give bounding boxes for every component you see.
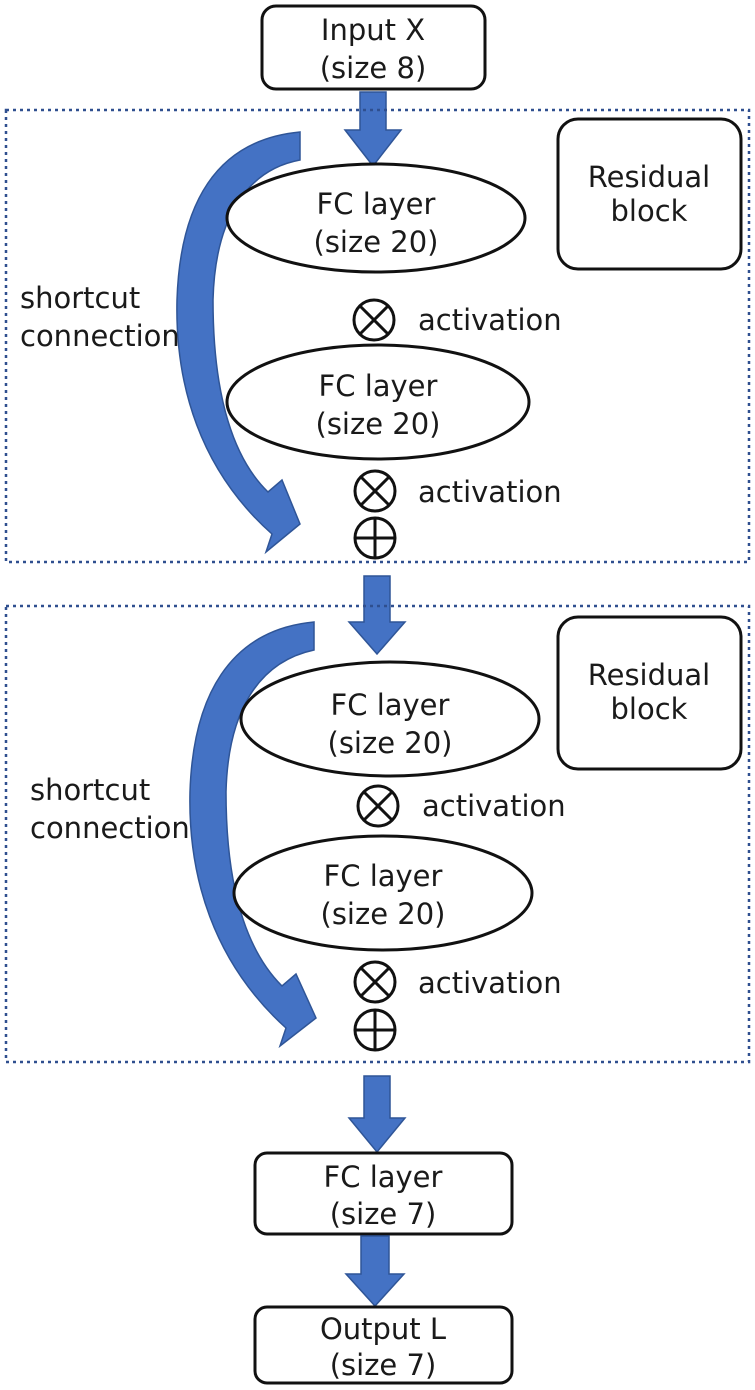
residual-block-label-box: [556, 117, 743, 271]
fc-layer-size: (size 20): [316, 407, 441, 441]
shortcut-label-2: connection: [30, 811, 190, 845]
activation-label: activation: [418, 966, 562, 1000]
multiply-operator-icon: [353, 960, 397, 1004]
shortcut-arrow-icon: [189, 621, 317, 1049]
residual-block-2: Residual block shortcut connection FC la…: [4, 604, 751, 1064]
input-node: Input X (size 8): [260, 4, 487, 91]
fc-output-layer-box: [253, 1151, 514, 1236]
fc-output-layer-label: FC layer: [324, 1160, 443, 1194]
activation-label: activation: [418, 475, 562, 509]
residual-block-label: Residual: [588, 160, 710, 194]
multiply-operator-icon: [353, 469, 397, 513]
residual-block-frame: [4, 108, 751, 564]
activation-label: activation: [422, 789, 566, 823]
fc-layer-label: FC layer: [317, 187, 436, 221]
residual-block-1: Residual block shortcut connection FC la…: [4, 108, 751, 564]
down-arrow-icon: [347, 575, 407, 656]
output-label: Output L: [320, 1312, 446, 1346]
output-box: [253, 1305, 514, 1385]
shortcut-label: shortcut: [30, 773, 150, 807]
fc-layer-size: (size 20): [321, 897, 446, 931]
residual-block-label: Residual: [588, 658, 710, 692]
residual-block-label-box: [556, 615, 743, 771]
fc-layer-node: [232, 834, 534, 952]
input-box: [260, 4, 487, 91]
shortcut-label: shortcut: [20, 281, 140, 315]
fc-layer-node: [239, 660, 541, 778]
shortcut-label-2: connection: [20, 319, 180, 353]
residual-block-label-2: block: [611, 194, 688, 228]
down-arrow-icon: [343, 91, 403, 168]
fc-layer-label: FC layer: [324, 859, 443, 893]
fc-layer-label: FC layer: [331, 688, 450, 722]
output-size: (size 7): [330, 1348, 437, 1382]
multiply-operator-icon: [352, 298, 396, 342]
down-arrow-icon: [344, 1235, 406, 1308]
down-arrow-icon: [347, 1075, 407, 1154]
add-operator-icon: [353, 1008, 397, 1052]
fc-layer-size: (size 20): [314, 225, 439, 259]
activation-label: activation: [418, 303, 562, 337]
multiply-operator-icon: [356, 784, 400, 828]
output-node: Output L (size 7): [253, 1305, 514, 1385]
fc-layer-node: [225, 162, 527, 274]
shortcut-arrow-icon: [176, 131, 301, 555]
add-operator-icon: [353, 516, 397, 560]
fc-layer-label: FC layer: [319, 369, 438, 403]
fc-layer-node: [225, 343, 531, 461]
residual-block-frame: [4, 604, 751, 1064]
residual-block-label-2: block: [611, 692, 688, 726]
input-label: Input X: [321, 13, 425, 47]
fc-output-layer: FC layer (size 7): [253, 1151, 514, 1236]
fc-layer-size: (size 20): [328, 726, 453, 760]
fc-output-layer-size: (size 7): [330, 1197, 437, 1231]
input-size: (size 8): [320, 51, 427, 85]
